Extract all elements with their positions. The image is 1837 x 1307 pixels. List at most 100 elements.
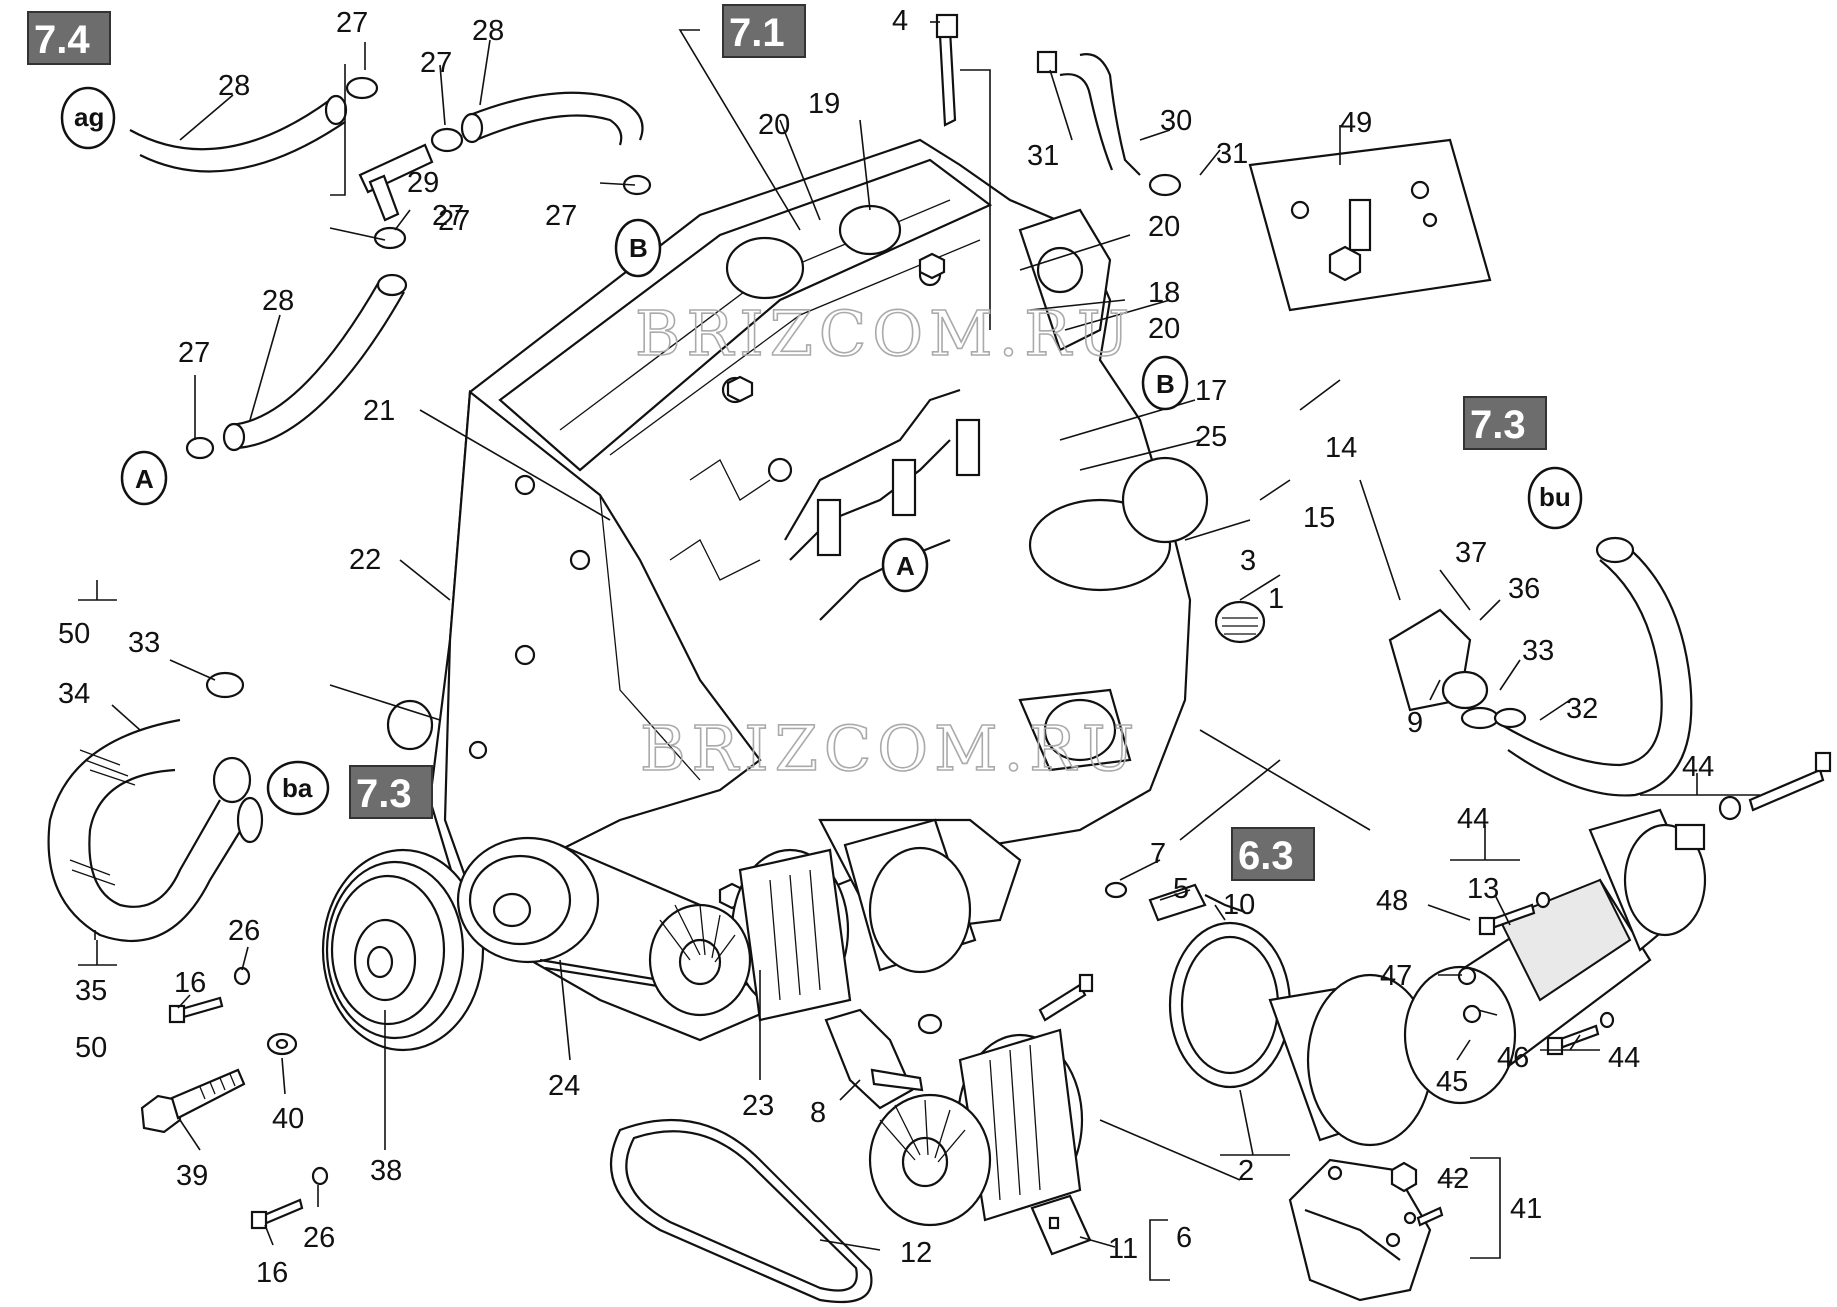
part-label: 9 <box>1407 707 1423 739</box>
part-label: 18 <box>1148 277 1180 309</box>
part-label: 11 <box>1108 1233 1138 1265</box>
part-label: 46 <box>1497 1042 1529 1074</box>
section-ref-7-1[interactable]: 7.1 <box>722 4 806 58</box>
part-label: 44 <box>1682 751 1714 783</box>
section-ref-7-3-left[interactable]: 7.3 <box>349 765 433 819</box>
bubble-b-top: B <box>614 218 662 278</box>
section-ref-label: 7.1 <box>729 11 785 55</box>
bubble-label: bu <box>1539 482 1571 512</box>
bolt-16-upper <box>168 966 251 1024</box>
part-label: 42 <box>1437 1163 1469 1195</box>
part-label: 27 <box>545 200 577 232</box>
section-ref-7-3-right[interactable]: 7.3 <box>1463 396 1547 450</box>
watermark-middle: BRIZCOM.RU <box>640 712 1140 785</box>
part-labels: 27 28 27 28 29 27 27 27 28 27 4 20 19 31… <box>58 5 1714 1289</box>
part-label: 26 <box>303 1222 335 1254</box>
part-label: 5 <box>1173 873 1189 905</box>
part-label: 44 <box>1608 1042 1640 1074</box>
bubble-ba: ba <box>266 760 330 816</box>
bubble-ag: ag <box>60 86 116 150</box>
part-label: 16 <box>256 1257 288 1289</box>
leader-lines <box>78 21 1760 1281</box>
bracket-41 <box>1288 1158 1444 1302</box>
part-label: 28 <box>472 15 504 47</box>
watermarks: BRIZCOM.RU BRIZCOM.RU <box>634 296 1140 786</box>
bubble-a-engine: A <box>881 537 929 593</box>
part-label: 26 <box>228 915 260 947</box>
part-label: 36 <box>1508 573 1540 605</box>
hose-28-a <box>129 94 348 173</box>
bolt-16-lower <box>250 1166 329 1230</box>
hose-28-c <box>222 273 408 452</box>
part-label: 2 <box>1238 1155 1254 1187</box>
part-label: 25 <box>1195 421 1227 453</box>
thermostat-1 <box>1214 600 1266 644</box>
part-label: 15 <box>1303 502 1335 534</box>
bubble-label: B <box>629 233 648 263</box>
bubble-a-left: A <box>120 450 168 506</box>
engine-belt-drive <box>456 836 763 994</box>
thermostat-housing-9 <box>1388 608 1500 730</box>
clamps-27 <box>185 76 652 460</box>
bubble-label: B <box>1156 369 1175 399</box>
part-label: 20 <box>758 109 790 141</box>
oil-filter-2 <box>1168 921 1434 1147</box>
hose-34-35 <box>47 718 264 943</box>
section-ref-label: 6.3 <box>1238 834 1294 878</box>
pipe-4 <box>935 13 959 127</box>
part-label: 24 <box>548 1070 580 1102</box>
section-ref-label: 7.3 <box>1470 403 1526 447</box>
part-label: 1 <box>1268 583 1284 615</box>
part-label: 13 <box>1467 873 1499 905</box>
part-label: 31 <box>1216 138 1248 170</box>
bubble-b-engine: B <box>1141 355 1189 411</box>
part-label: 4 <box>892 5 908 37</box>
part-label: 33 <box>1522 635 1554 667</box>
part-label: 27 <box>336 7 368 39</box>
gasket-kit-49 <box>1248 138 1492 312</box>
sensor-5 <box>1104 881 1246 922</box>
part-label: 35 <box>75 975 107 1007</box>
part-label: 17 <box>1195 375 1227 407</box>
crank-pulley <box>321 848 485 1052</box>
section-ref-7-4[interactable]: 7.4 <box>27 11 111 65</box>
section-ref-label: 7.4 <box>34 18 90 62</box>
part-label: 3 <box>1240 545 1256 577</box>
section-ref-6-3[interactable]: 6.3 <box>1231 827 1315 881</box>
section-ref-label: 7.3 <box>356 772 412 816</box>
clamp-33 <box>205 671 1527 729</box>
part-label: 12 <box>900 1237 932 1269</box>
watermark-top: BRIZCOM.RU <box>635 297 1135 370</box>
washer-40 <box>266 1032 298 1056</box>
part-label: 50 <box>75 1032 107 1064</box>
part-label: 19 <box>808 88 840 120</box>
tee-29 <box>358 143 434 222</box>
part-label: 8 <box>810 1097 826 1129</box>
part-label: 41 <box>1510 1193 1542 1225</box>
part-label: 20 <box>1148 211 1180 243</box>
bubble-label: A <box>135 464 154 494</box>
part-label: 27 <box>178 337 210 369</box>
bubble-bu: bu <box>1527 466 1583 530</box>
part-label: 34 <box>58 678 90 710</box>
hose-30 <box>1036 50 1182 197</box>
part-label: 39 <box>176 1160 208 1192</box>
part-label: 44 <box>1457 803 1489 835</box>
part-label: 37 <box>1455 537 1487 569</box>
part-label: 32 <box>1566 693 1598 725</box>
alternator-mounted <box>648 848 852 1022</box>
part-label: 31 <box>1027 140 1059 172</box>
hose-32 <box>1499 536 1693 797</box>
bracket-8 <box>824 1008 924 1110</box>
part-label: 10 <box>1223 889 1255 921</box>
part-label: 27 <box>438 205 470 237</box>
bubble-label: ba <box>282 773 313 803</box>
part-label: 29 <box>407 167 439 199</box>
part-label: 16 <box>174 967 206 999</box>
hose-28-b <box>460 91 644 146</box>
part-label: 38 <box>370 1155 402 1187</box>
part-label: 28 <box>218 70 250 102</box>
oil-filter-mounted <box>843 818 977 974</box>
part-label: 50 <box>58 618 90 650</box>
